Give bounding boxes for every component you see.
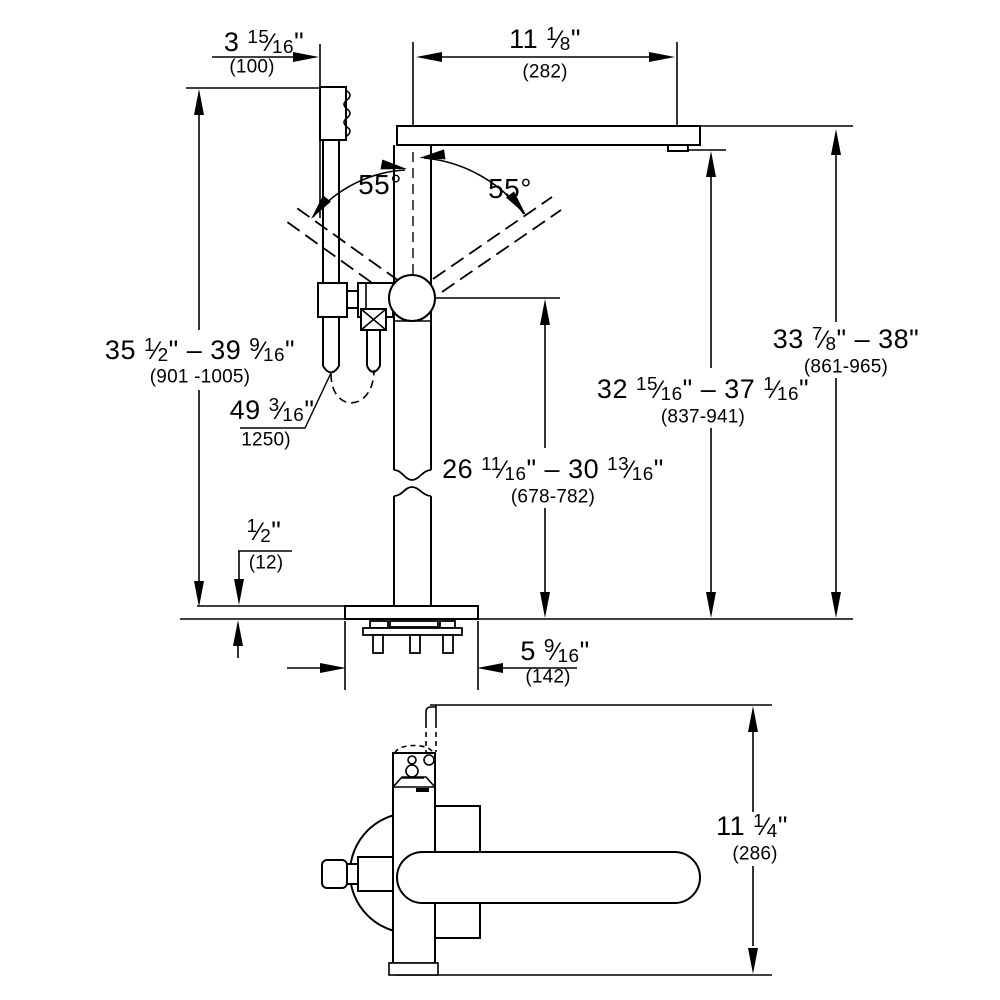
- dim-hose-length-inch: 49 3⁄16": [229, 395, 315, 426]
- dim-spout-outlet-height-inch: 32 15⁄16" – 37 1⁄16": [593, 375, 813, 404]
- dim-spout-reach-inch: 11 1⁄8": [509, 24, 581, 55]
- holder-connector: [346, 290, 359, 309]
- dim-spout-top-height-mm: (861-965): [800, 357, 892, 377]
- dim-joint-height-inch: 26 11⁄16" – 30 13⁄16": [439, 455, 667, 484]
- side-view: [180, 42, 853, 690]
- riser-pipe: [393, 145, 432, 606]
- dim-handshower-height-mm: (901 -1005): [146, 367, 254, 387]
- dim-spout-outlet-height-mm: (837-941): [657, 407, 749, 427]
- swivel-ball-joint: [388, 274, 436, 322]
- plan-arrowheads: [748, 706, 758, 974]
- dim-base-plate-width-mm: (142): [525, 666, 571, 688]
- dim-spout-reach-mm: (282): [522, 61, 568, 83]
- handshower-holder: [317, 282, 348, 318]
- plan-extension-lines: [395, 704, 772, 976]
- dim-plan-depth-inch: 11 1⁄4": [713, 812, 791, 841]
- plan-view: [321, 704, 772, 976]
- faucet-side: [317, 86, 701, 654]
- spout-outlet-nozzle: [667, 144, 689, 152]
- dim-joint-height-mm: (678-782): [507, 487, 599, 507]
- dim-floor-allowance-inch: 1⁄2": [246, 516, 282, 547]
- dim-spout-top-height-inch: 33 7⁄8" – 38": [769, 325, 923, 354]
- dimension-lines: [198, 56, 837, 669]
- dim-handshower-height-inch: 35 1⁄2" – 39 9⁄16": [101, 336, 299, 365]
- plan-body-details: [388, 705, 439, 976]
- spray-face: [343, 90, 351, 137]
- dim-swivel-angle-left: 55°: [358, 169, 402, 200]
- swung-spout-outlines: [282, 196, 562, 296]
- extension-lines: [180, 42, 853, 690]
- floor-fixing-set: [362, 620, 463, 654]
- dim-plan-depth-mm: (286): [729, 844, 781, 864]
- handshower-head: [319, 86, 347, 141]
- handshower: [319, 86, 351, 374]
- dim-hose-length-mm: 1250): [241, 429, 291, 451]
- dim-floor-allowance-mm: (12): [248, 552, 284, 574]
- spout-plan: [396, 851, 701, 904]
- check-valve: [360, 308, 387, 373]
- base-plate: [344, 605, 479, 620]
- plan-foot: [388, 962, 439, 976]
- spout-side: [396, 125, 701, 146]
- supply-stub: [425, 706, 436, 728]
- dim-swivel-angle-right: 55°: [488, 173, 532, 204]
- dim-handshower-offset-mm: (100): [229, 56, 275, 78]
- swivel-angle-lines: [282, 149, 562, 296]
- arrowheads: [194, 52, 841, 673]
- hose-loop: [330, 369, 375, 404]
- diverter-knob-plan: [321, 856, 394, 892]
- dim-handshower-offset-inch: 3 15⁄16": [223, 27, 305, 58]
- dim-base-plate-width-inch: 5 9⁄16": [520, 636, 590, 667]
